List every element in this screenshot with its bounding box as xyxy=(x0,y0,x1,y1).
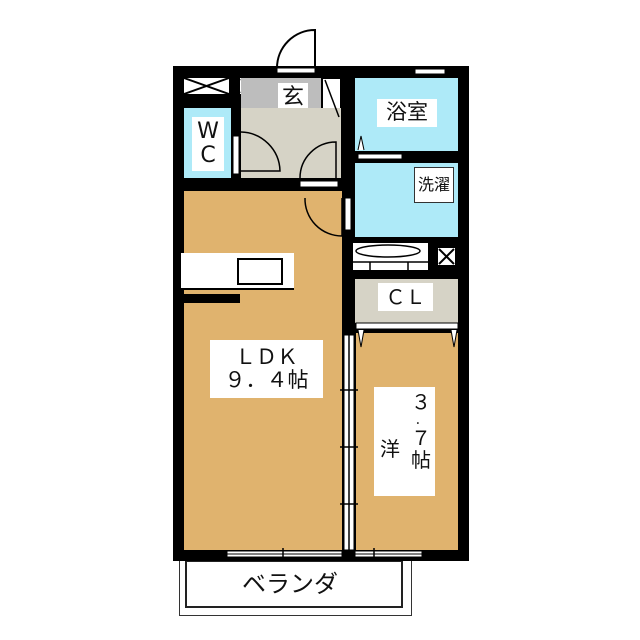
wc-label-w: W xyxy=(197,118,219,144)
western-dot: ． xyxy=(414,413,427,427)
kitchen-sink xyxy=(237,258,283,285)
ldk-label-name: ＬＤＫ xyxy=(235,344,298,369)
bath-label: 浴室 xyxy=(377,99,437,127)
wc-label: W C xyxy=(192,117,224,171)
ldk-label-size: ９．４帖 xyxy=(224,368,309,392)
balcony-inner xyxy=(185,560,403,608)
western-digit-7: ７ xyxy=(411,426,431,450)
balcony-label: ベランダ xyxy=(242,569,338,598)
vent-box-wash xyxy=(438,248,455,265)
kitchen-wall xyxy=(184,294,240,303)
hall-floor-top xyxy=(322,118,341,128)
closet-label: ＣＬ xyxy=(378,283,433,311)
western-label-side: 洋 xyxy=(380,437,400,461)
laundry-label: 洗濯 xyxy=(414,167,454,203)
western-label-size: ３ ． ７ 帖 xyxy=(408,391,434,471)
vent-box-large xyxy=(184,78,229,94)
western-digit-3: ３ xyxy=(411,390,431,414)
washbasin xyxy=(353,243,428,270)
wc-label-c: C xyxy=(200,143,216,168)
ldk-label: ＬＤＫ ９．４帖 xyxy=(210,340,323,398)
entrance-top-fill xyxy=(241,95,261,108)
western-label-box xyxy=(374,387,435,496)
western-unit: 帖 xyxy=(411,448,431,472)
